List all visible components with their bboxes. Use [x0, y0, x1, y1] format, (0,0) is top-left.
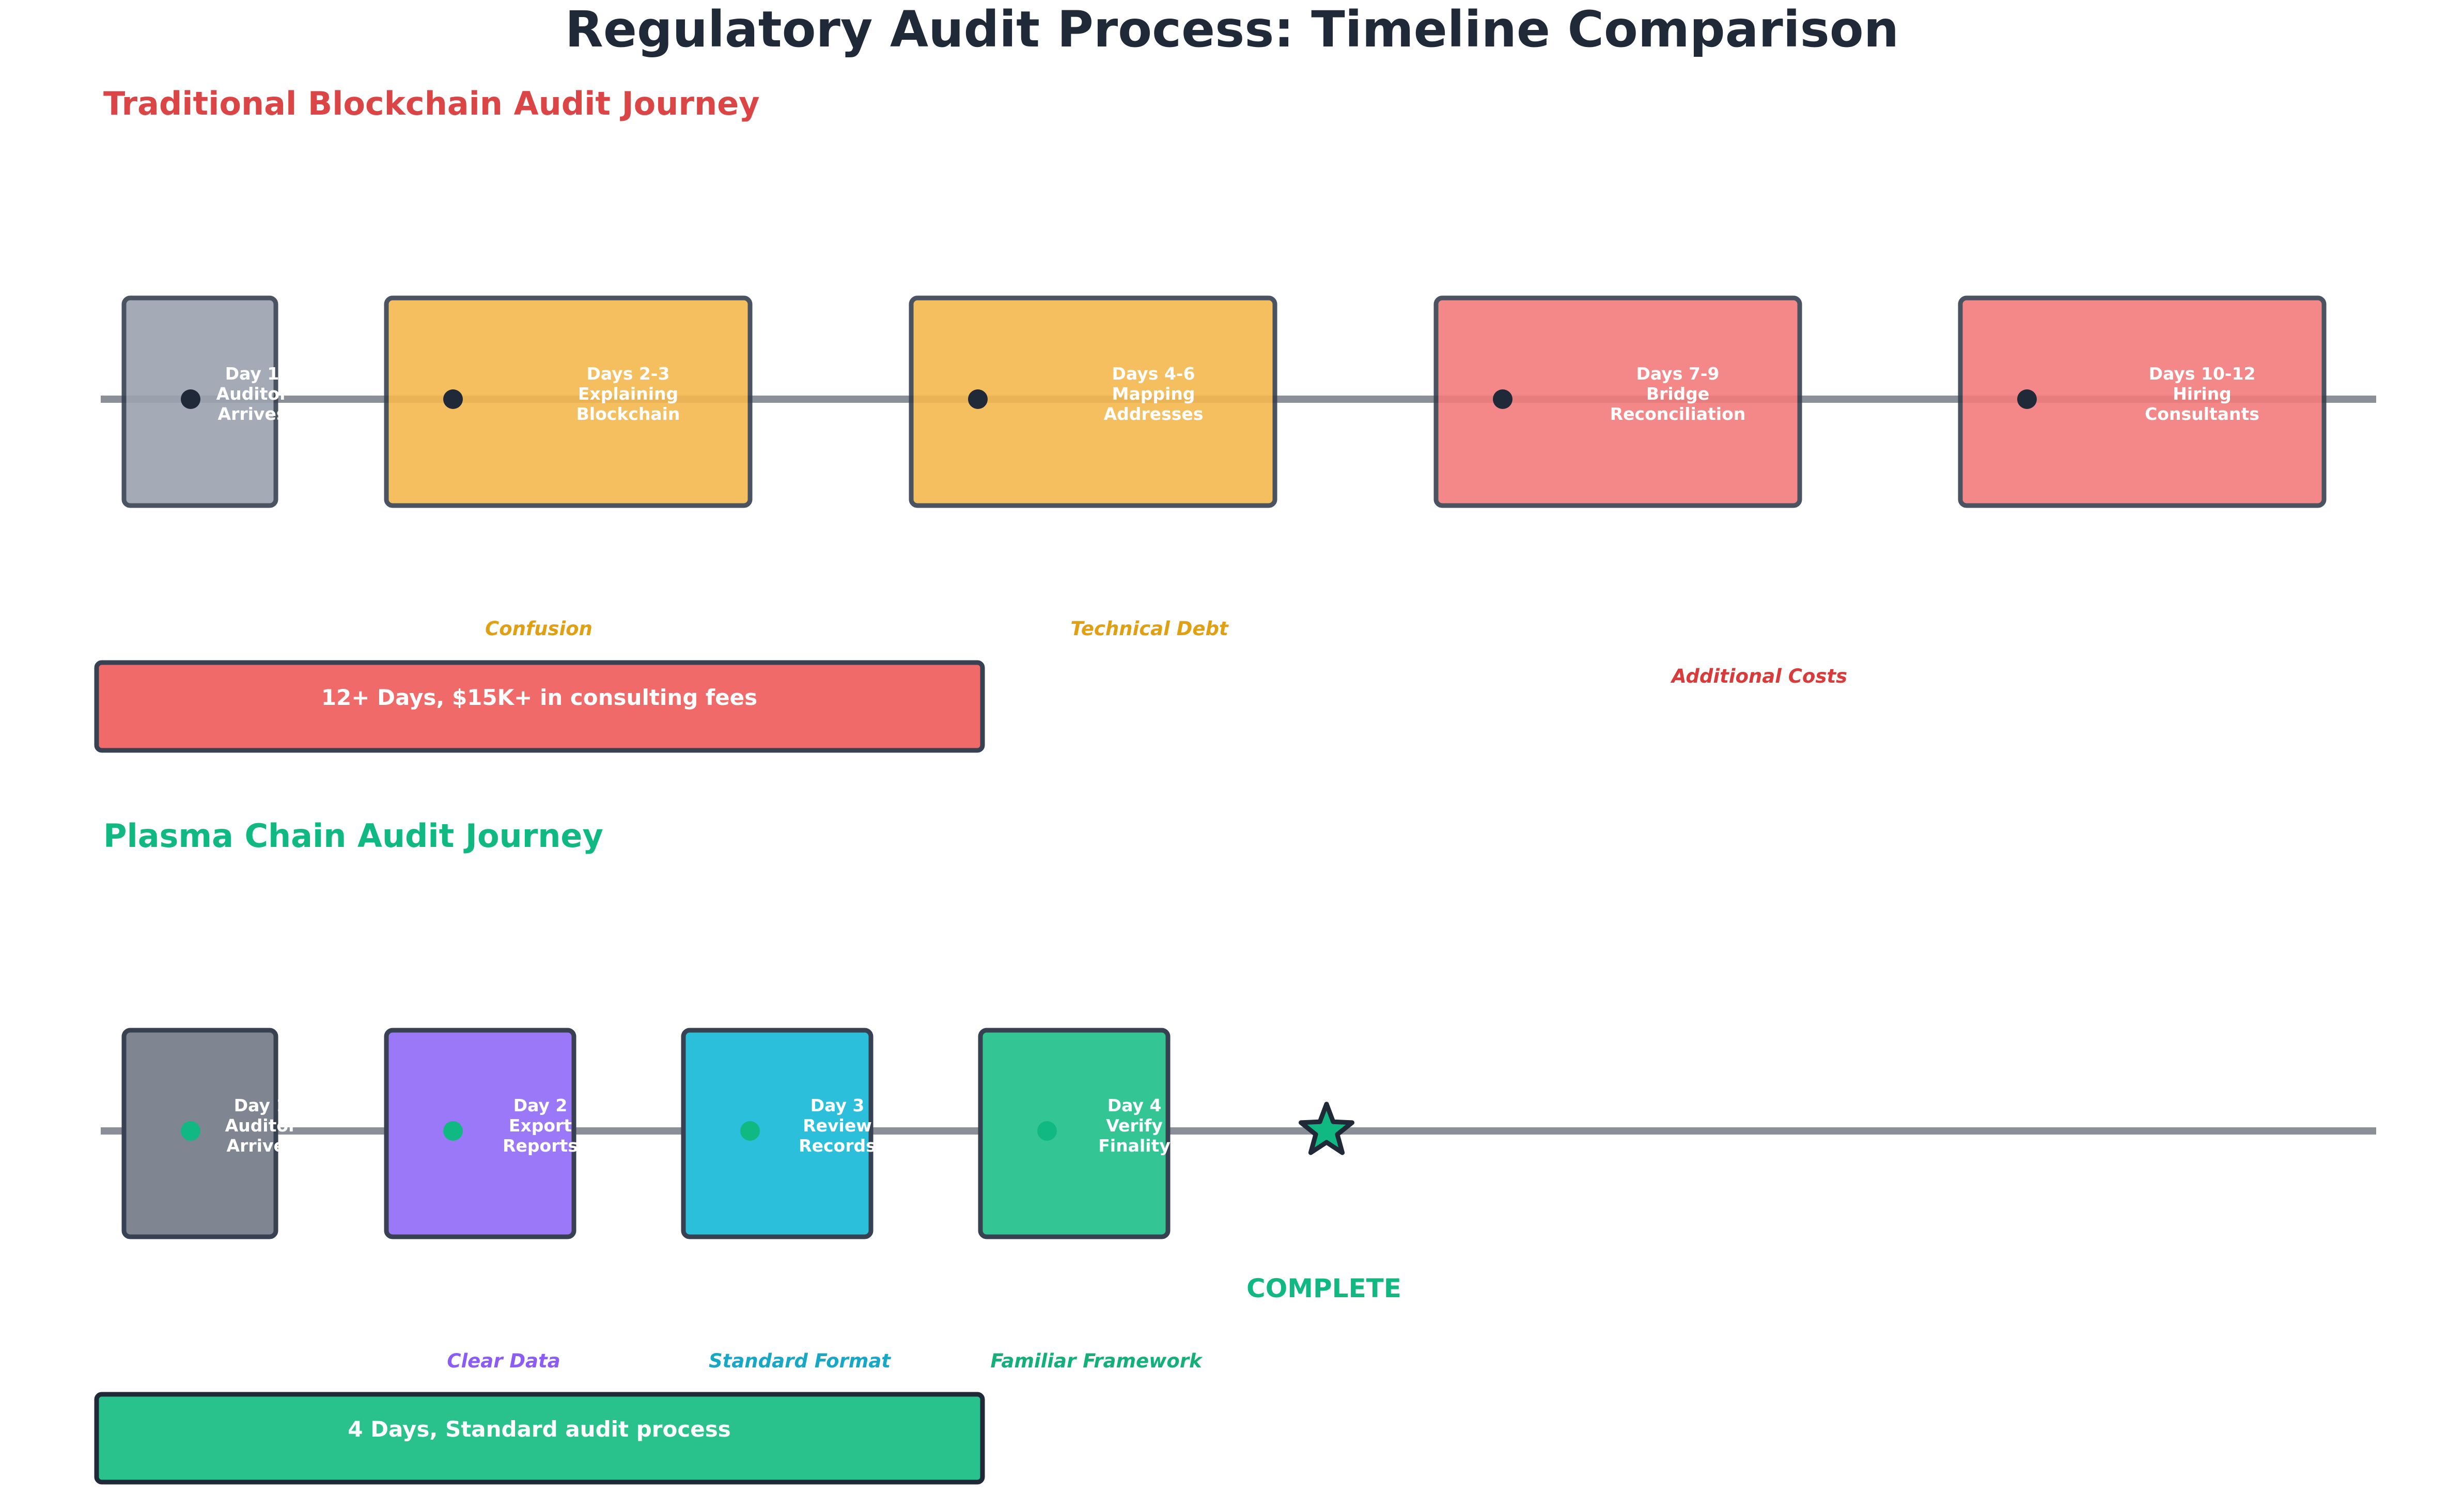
traditional-step-marker	[968, 389, 988, 409]
traditional-step-marker	[1493, 389, 1512, 409]
plasma-step-marker	[1037, 1121, 1057, 1141]
traditional-annotation: Confusion	[485, 618, 592, 640]
complete-star-icon	[1299, 1101, 1354, 1155]
traditional-step-box	[384, 295, 753, 508]
plasma-annotation: Familiar Framework	[990, 1350, 1203, 1372]
traditional-step-marker	[443, 389, 463, 409]
plasma-step-marker	[181, 1121, 200, 1141]
traditional-step-box	[909, 295, 1277, 508]
plasma-summary-text: 4 Days, Standard audit process	[348, 1417, 731, 1442]
diagram-title: Regulatory Audit Process: Timeline Compa…	[565, 1, 1899, 58]
plasma-heading: Plasma Chain Audit Journey	[103, 817, 603, 855]
traditional-heading: Traditional Blockchain Audit Journey	[103, 85, 760, 122]
plasma-step-box	[978, 1028, 1171, 1239]
plasma-step-box	[681, 1028, 874, 1239]
traditional-step-marker	[181, 389, 200, 409]
traditional-step-marker	[2017, 389, 2037, 409]
plasma-summary-box	[94, 1392, 985, 1485]
traditional-step-box	[1433, 295, 1802, 508]
plasma-step-marker	[443, 1121, 463, 1141]
plasma-annotation: Standard Format	[709, 1350, 891, 1372]
traditional-summary-box	[94, 660, 985, 753]
plasma-annotation: Clear Data	[447, 1350, 560, 1372]
plasma-step-box	[384, 1028, 576, 1239]
plasma-step-marker	[740, 1121, 760, 1141]
traditional-summary-text: 12+ Days, $15K+ in consulting fees	[321, 685, 757, 710]
traditional-annotation: Additional Costs	[1670, 665, 1847, 687]
complete-label: COMPLETE	[1246, 1273, 1401, 1303]
traditional-step-box	[1958, 295, 2327, 508]
traditional-annotation: Technical Debt	[1070, 618, 1229, 640]
